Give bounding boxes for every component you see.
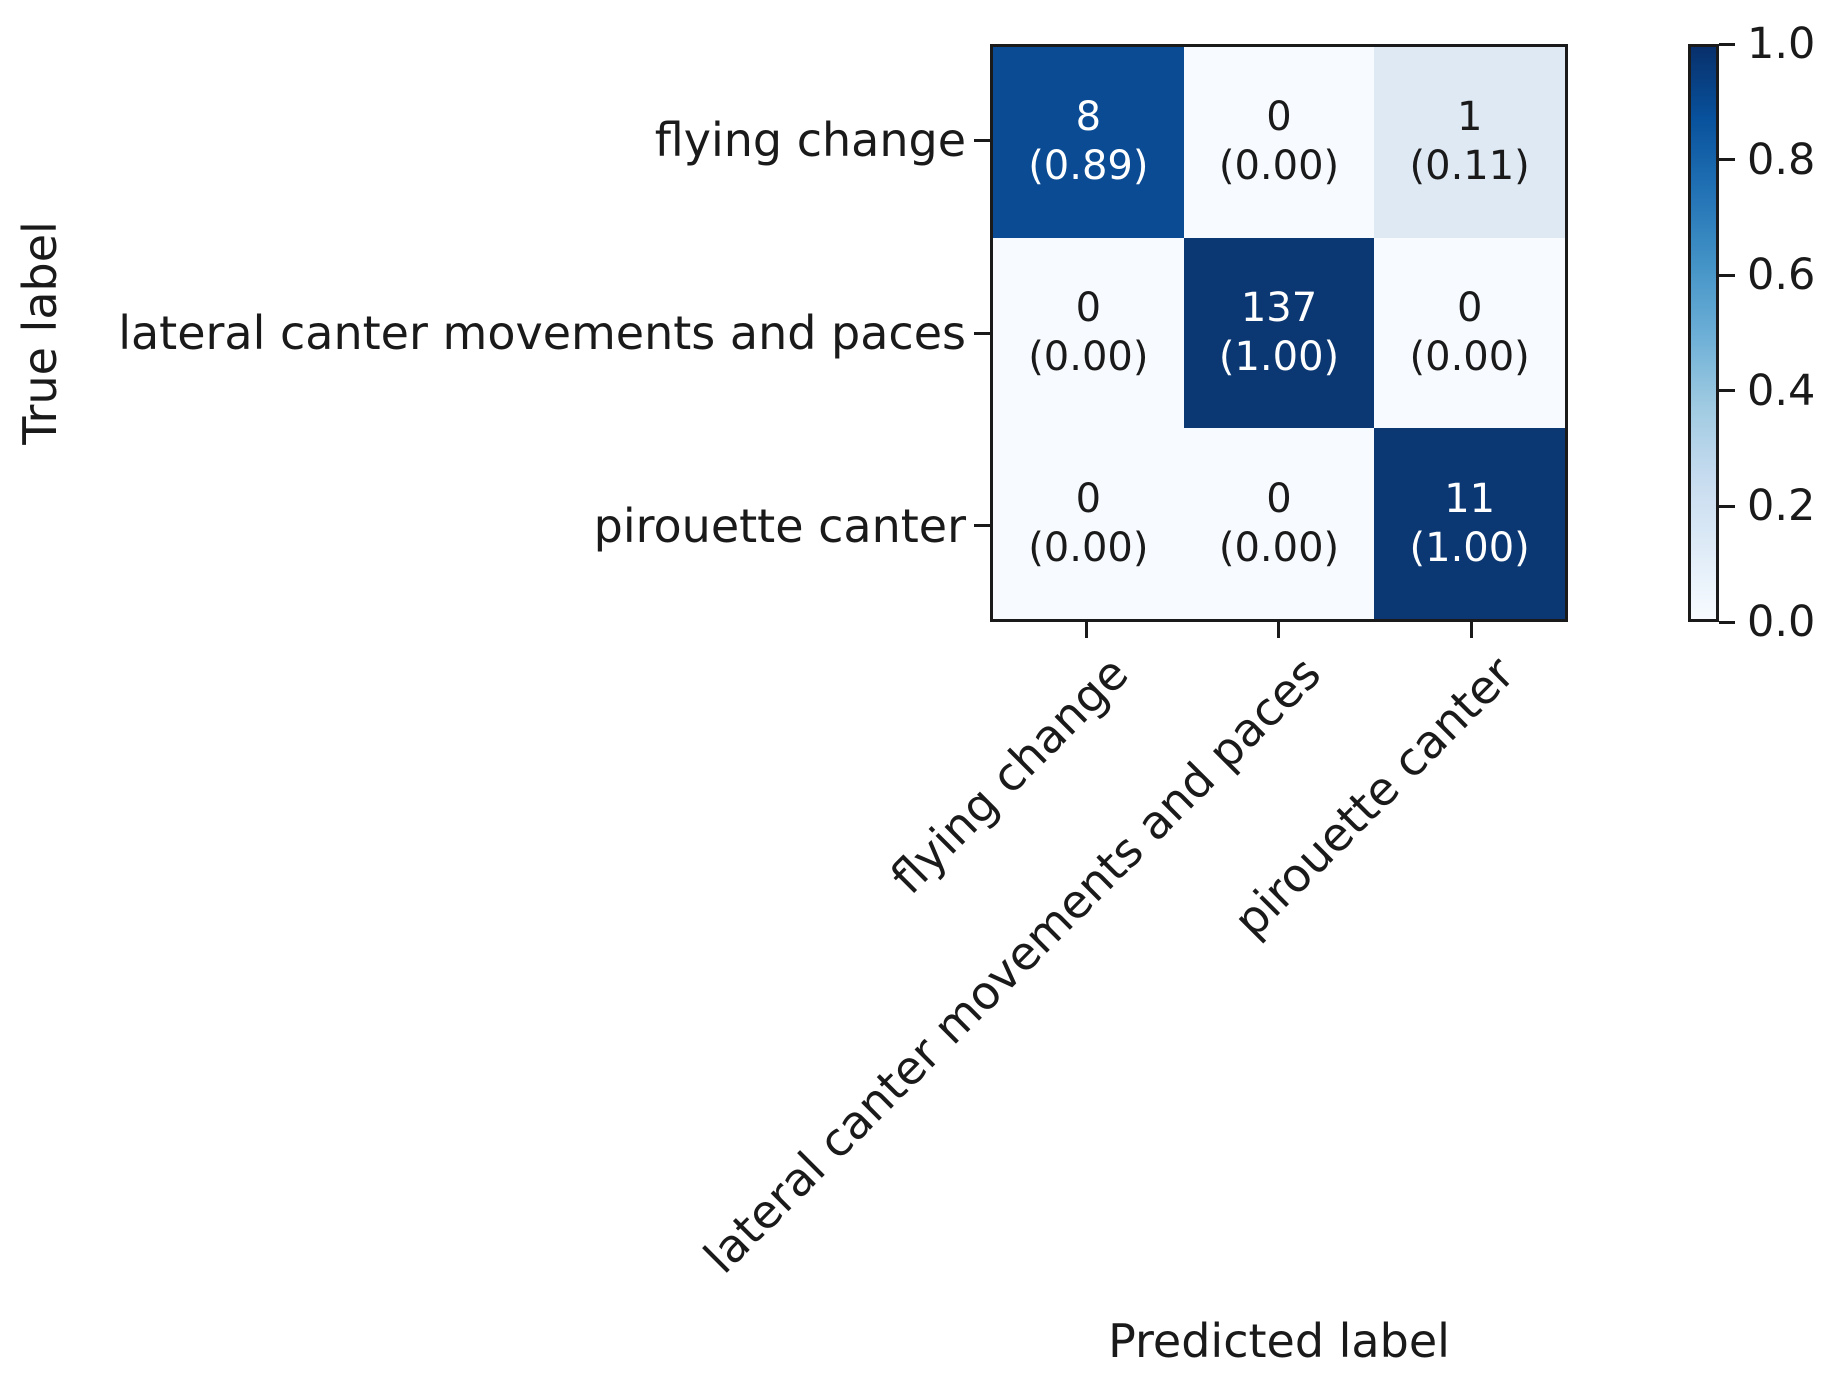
cell-count: 1 — [1456, 94, 1483, 141]
colorbar-tick-mark — [1719, 273, 1735, 277]
colorbar-tick-label: 0.6 — [1747, 250, 1816, 301]
cell-normalized-value: (0.11) — [1409, 143, 1530, 190]
x-tick-mark — [1277, 622, 1280, 638]
colorbar — [1688, 44, 1719, 622]
matrix-cell-r0c0: 8(0.89) — [993, 47, 1184, 238]
colorbar-tick-label: 0.4 — [1747, 365, 1816, 416]
matrix-cell-r1c1: 137(1.00) — [1183, 237, 1375, 429]
y-tick-label-flying-change: flying change — [654, 113, 966, 167]
cell-normalized-value: (1.00) — [1409, 524, 1530, 571]
matrix-cell-r1c0: 0(0.00) — [993, 237, 1184, 429]
colorbar-tick-label: 0.8 — [1747, 134, 1816, 185]
y-tick-label-pirouette-canter: pirouette canter — [593, 499, 966, 553]
colorbar-ticks: 0.0 0.2 0.4 0.6 0.8 1.0 — [1688, 19, 1830, 647]
colorbar-tick-label: 0.0 — [1747, 597, 1816, 647]
cell-normalized-value: (0.00) — [1028, 524, 1149, 571]
matrix-cell-r0c2: 1(0.11) — [1374, 47, 1565, 238]
cell-count: 11 — [1444, 475, 1496, 522]
cell-count: 8 — [1075, 94, 1102, 141]
colorbar-tick-mark — [1719, 504, 1735, 508]
cell-normalized-value: (0.00) — [1409, 333, 1530, 380]
y-tick-mark — [974, 139, 990, 142]
colorbar-tick-mark — [1719, 620, 1735, 624]
cell-count: 0 — [1266, 475, 1292, 522]
matrix-cell-r2c1: 0(0.00) — [1183, 428, 1375, 619]
x-axis-title: Predicted label — [1108, 1314, 1450, 1368]
x-tick-mark — [1085, 622, 1088, 638]
colorbar-tick-mark — [1719, 389, 1735, 393]
cell-normalized-value: (0.00) — [1218, 524, 1340, 571]
cell-count: 0 — [1266, 94, 1292, 141]
matrix-cell-r1c2: 0(0.00) — [1374, 237, 1565, 429]
matrix-cell-r2c2: 11(1.00) — [1374, 428, 1565, 619]
cell-count: 0 — [1075, 475, 1102, 522]
cell-count: 0 — [1456, 284, 1483, 331]
colorbar-tick-label: 0.2 — [1747, 481, 1816, 532]
matrix-cell-r0c1: 0(0.00) — [1183, 47, 1375, 238]
colorbar-tick-label: 1.0 — [1747, 19, 1816, 69]
colorbar-tick-mark — [1719, 158, 1735, 162]
cell-normalized-value: (0.89) — [1028, 143, 1149, 190]
colorbar-tick-mark — [1719, 42, 1735, 46]
confusion-matrix-grid: 8(0.89)0(0.00)1(0.11)0(0.00)137(1.00)0(0… — [990, 44, 1568, 622]
x-tick-mark — [1470, 622, 1473, 638]
y-tick-mark — [974, 332, 990, 335]
cell-normalized-value: (0.00) — [1028, 333, 1149, 380]
y-tick-mark — [974, 524, 990, 527]
cell-normalized-value: (1.00) — [1218, 333, 1340, 380]
cell-count: 137 — [1240, 284, 1318, 331]
cell-normalized-value: (0.00) — [1218, 143, 1340, 190]
y-tick-label-lateral-canter: lateral canter movements and paces — [118, 306, 966, 360]
cell-count: 0 — [1075, 284, 1102, 331]
matrix-cell-r2c0: 0(0.00) — [993, 428, 1184, 619]
